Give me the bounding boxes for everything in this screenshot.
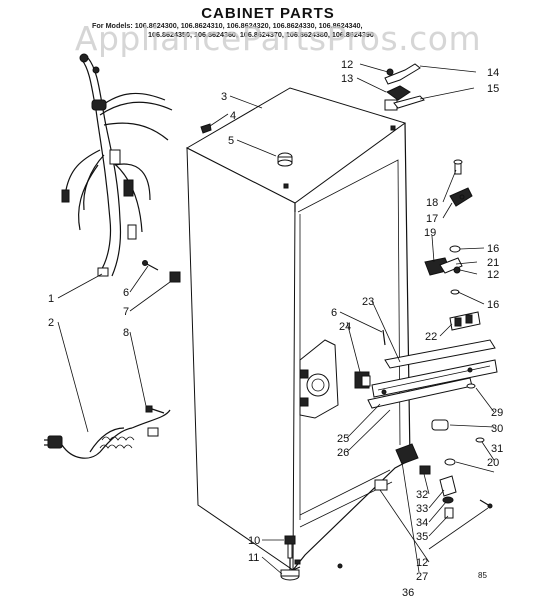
lower-right-parts — [374, 383, 493, 519]
callout-29: 29 — [491, 407, 503, 419]
callout-22: 22 — [425, 331, 437, 343]
callout-5: 5 — [228, 135, 234, 147]
left-fasteners — [142, 260, 181, 414]
callout-13: 13 — [341, 73, 353, 85]
bracket-part-22 — [449, 311, 481, 331]
control-housing — [299, 339, 339, 419]
callout-8: 8 — [123, 327, 129, 339]
callout-16-upper: 16 — [487, 243, 499, 255]
leader-lines — [57, 63, 495, 575]
clip-part — [200, 123, 212, 134]
callout-11: 11 — [248, 552, 259, 564]
callout-30: 30 — [491, 423, 503, 435]
right-hinge-parts — [424, 159, 473, 295]
callout-6: 6 — [123, 287, 129, 299]
callout-21: 21 — [487, 257, 499, 269]
callout-2: 2 — [48, 317, 54, 329]
callout-25: 25 — [337, 433, 349, 445]
diagram-title: CABINET PARTS — [201, 5, 335, 22]
models-line-1: For Models: 106.8624300, 106.8624310, 10… — [92, 21, 363, 30]
callout-7: 7 — [123, 306, 129, 318]
wiring-harness — [61, 53, 173, 277]
callout-32: 32 — [416, 489, 428, 501]
callout-14: 14 — [487, 67, 499, 79]
callout-12-mid: 12 — [487, 269, 499, 281]
callout-12-top: 12 — [341, 59, 353, 71]
callout-20: 20 — [487, 457, 499, 469]
callout-10: 10 — [248, 535, 260, 547]
callout-36: 36 — [402, 587, 414, 599]
callout-26: 26 — [337, 447, 349, 459]
top-hinge-parts — [384, 63, 425, 111]
callout-labels: 1 2 3 4 5 6 6 7 8 10 11 12 12 12 13 14 1… — [48, 59, 503, 599]
callout-31: 31 — [491, 443, 503, 455]
page-code: 85 — [478, 571, 487, 580]
callout-15: 15 — [487, 83, 499, 95]
callout-23: 23 — [362, 296, 374, 308]
leveling-legs — [280, 535, 343, 581]
power-cord — [44, 409, 171, 459]
callout-16-lower: 16 — [487, 299, 499, 311]
callout-34: 34 — [416, 517, 428, 529]
callout-18: 18 — [426, 197, 438, 209]
cabinet-body — [185, 87, 411, 571]
callout-19: 19 — [424, 227, 436, 239]
callout-17: 17 — [426, 213, 438, 225]
callout-35: 35 — [416, 531, 428, 543]
callout-6-inner: 6 — [331, 307, 337, 319]
callout-24: 24 — [339, 321, 351, 333]
callout-3: 3 — [221, 91, 227, 103]
top-plug-part — [277, 152, 293, 167]
callout-4: 4 — [230, 110, 236, 122]
callout-33: 33 — [416, 503, 428, 515]
watermark: AppliancePartsPros.com — [75, 19, 481, 58]
inner-bracket-24 — [354, 329, 386, 389]
callout-27: 27 — [416, 571, 428, 583]
callout-12-bottom: 12 — [416, 557, 428, 569]
shelf-rails — [367, 339, 498, 409]
models-line-2: 106.8624350, 106.8624360, 106.8624370, 1… — [148, 30, 374, 39]
callout-1: 1 — [48, 293, 54, 305]
